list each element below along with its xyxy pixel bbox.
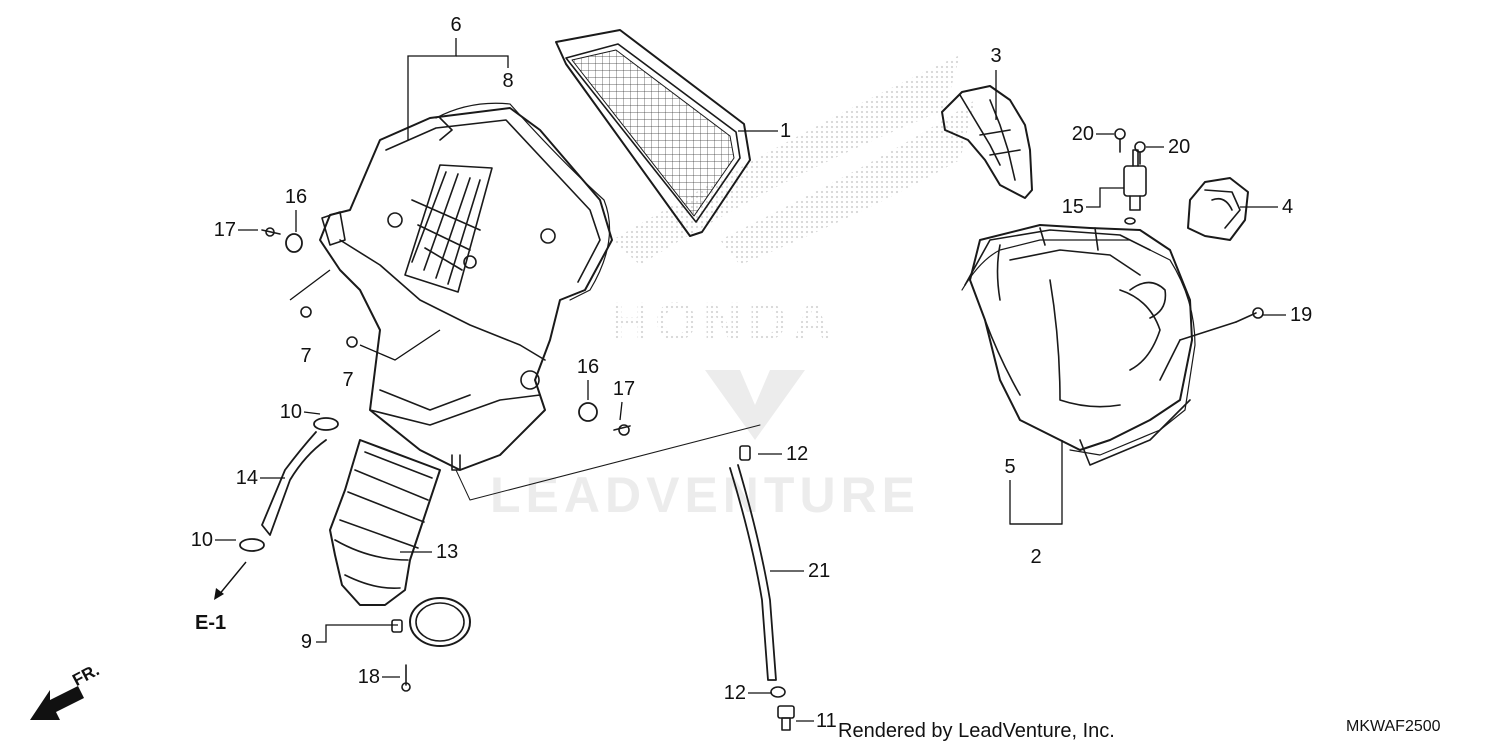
leader-c17b [619,401,623,421]
leader-c6 [407,38,457,140]
clip-part-12b [770,686,786,698]
screw-part-18 [401,664,411,692]
callout-c4: 4 [1282,196,1294,218]
bolt-part-17a [261,227,281,237]
callout-c1: 1 [780,120,792,142]
leader-c9 [316,624,398,643]
air-cleaner-case-part [964,224,1193,466]
inlet-cover-part [1187,177,1249,241]
rendered-by-text: Rendered by LeadVenture, Inc. [838,720,1115,742]
callout-c17a: 17 [213,219,236,241]
callout-c15: 15 [1061,196,1084,218]
callout-c10a: 10 [279,401,302,423]
bolt-part-17b [613,424,631,436]
collar-part-7a [300,306,312,318]
sensor-part [1123,149,1147,225]
direction-arrow-icon [214,588,224,600]
callout-c12b: 12 [723,682,746,704]
callout-c2: 2 [1030,546,1042,568]
clamp-part-10b [239,538,265,552]
leader-c7a [289,269,331,301]
callout-c3: 3 [990,45,1002,67]
leader-c10a [303,411,321,415]
leader-c5 [1009,440,1063,525]
leader-c15 [1086,187,1124,208]
collar-part-7b [346,336,358,348]
callout-c14: 14 [235,467,258,489]
callout-leaders [215,38,1286,722]
direction-arrow-line [217,561,247,597]
bolt-part-19 [1159,307,1264,381]
case-gasket-part-5 [961,239,1196,456]
diagram-code: MKWAF2500 [1346,718,1441,735]
callout-c8: 8 [502,70,514,92]
direction-label: E-1 [195,612,227,634]
clip-part-12a [739,445,751,461]
air-cleaner-cover-part [319,107,613,471]
leader-c8 [456,55,509,68]
callout-c5: 5 [1004,456,1016,478]
wing-watermark-upper [612,55,960,265]
wing-watermark-lower [720,100,975,265]
grommet-part-16b [578,402,598,422]
callout-c20a: 20 [1071,123,1094,145]
callout-c17b: 17 [612,378,636,400]
band-part-9 [391,597,471,647]
callout-c19: 19 [1290,304,1313,326]
drain-plug-part-11 [777,705,795,731]
drain-hose-part-14 [261,431,327,536]
intake-duct-part [941,85,1033,199]
leader-c7b [359,329,441,361]
callout-c6: 6 [450,14,462,36]
callout-c16b: 16 [576,356,600,378]
front-arrow-icon [30,686,84,720]
callout-c7b: 7 [342,369,354,391]
callout-c20b: 20 [1168,136,1191,158]
honda-watermark-text: HONDA [610,292,838,352]
grommet-part-16a [285,233,303,253]
callout-c12a: 12 [786,443,809,465]
connecting-tube-part [329,439,441,606]
cover-gasket-part [435,102,611,301]
leadventure-logo-watermark [705,370,805,440]
callout-c9: 9 [300,631,312,653]
clamp-part-10a [313,417,339,431]
air-filter-element-part [555,29,751,237]
callout-c21: 21 [808,560,831,582]
callout-c16a: 16 [284,186,308,208]
callout-c13: 13 [436,541,459,563]
callout-c18: 18 [357,666,380,688]
breather-tube-part-21 [729,464,777,681]
callout-c11: 11 [816,710,837,732]
callout-c7a: 7 [300,345,312,367]
callout-c10b: 10 [190,529,213,551]
screw-parts-20 [1114,128,1146,165]
